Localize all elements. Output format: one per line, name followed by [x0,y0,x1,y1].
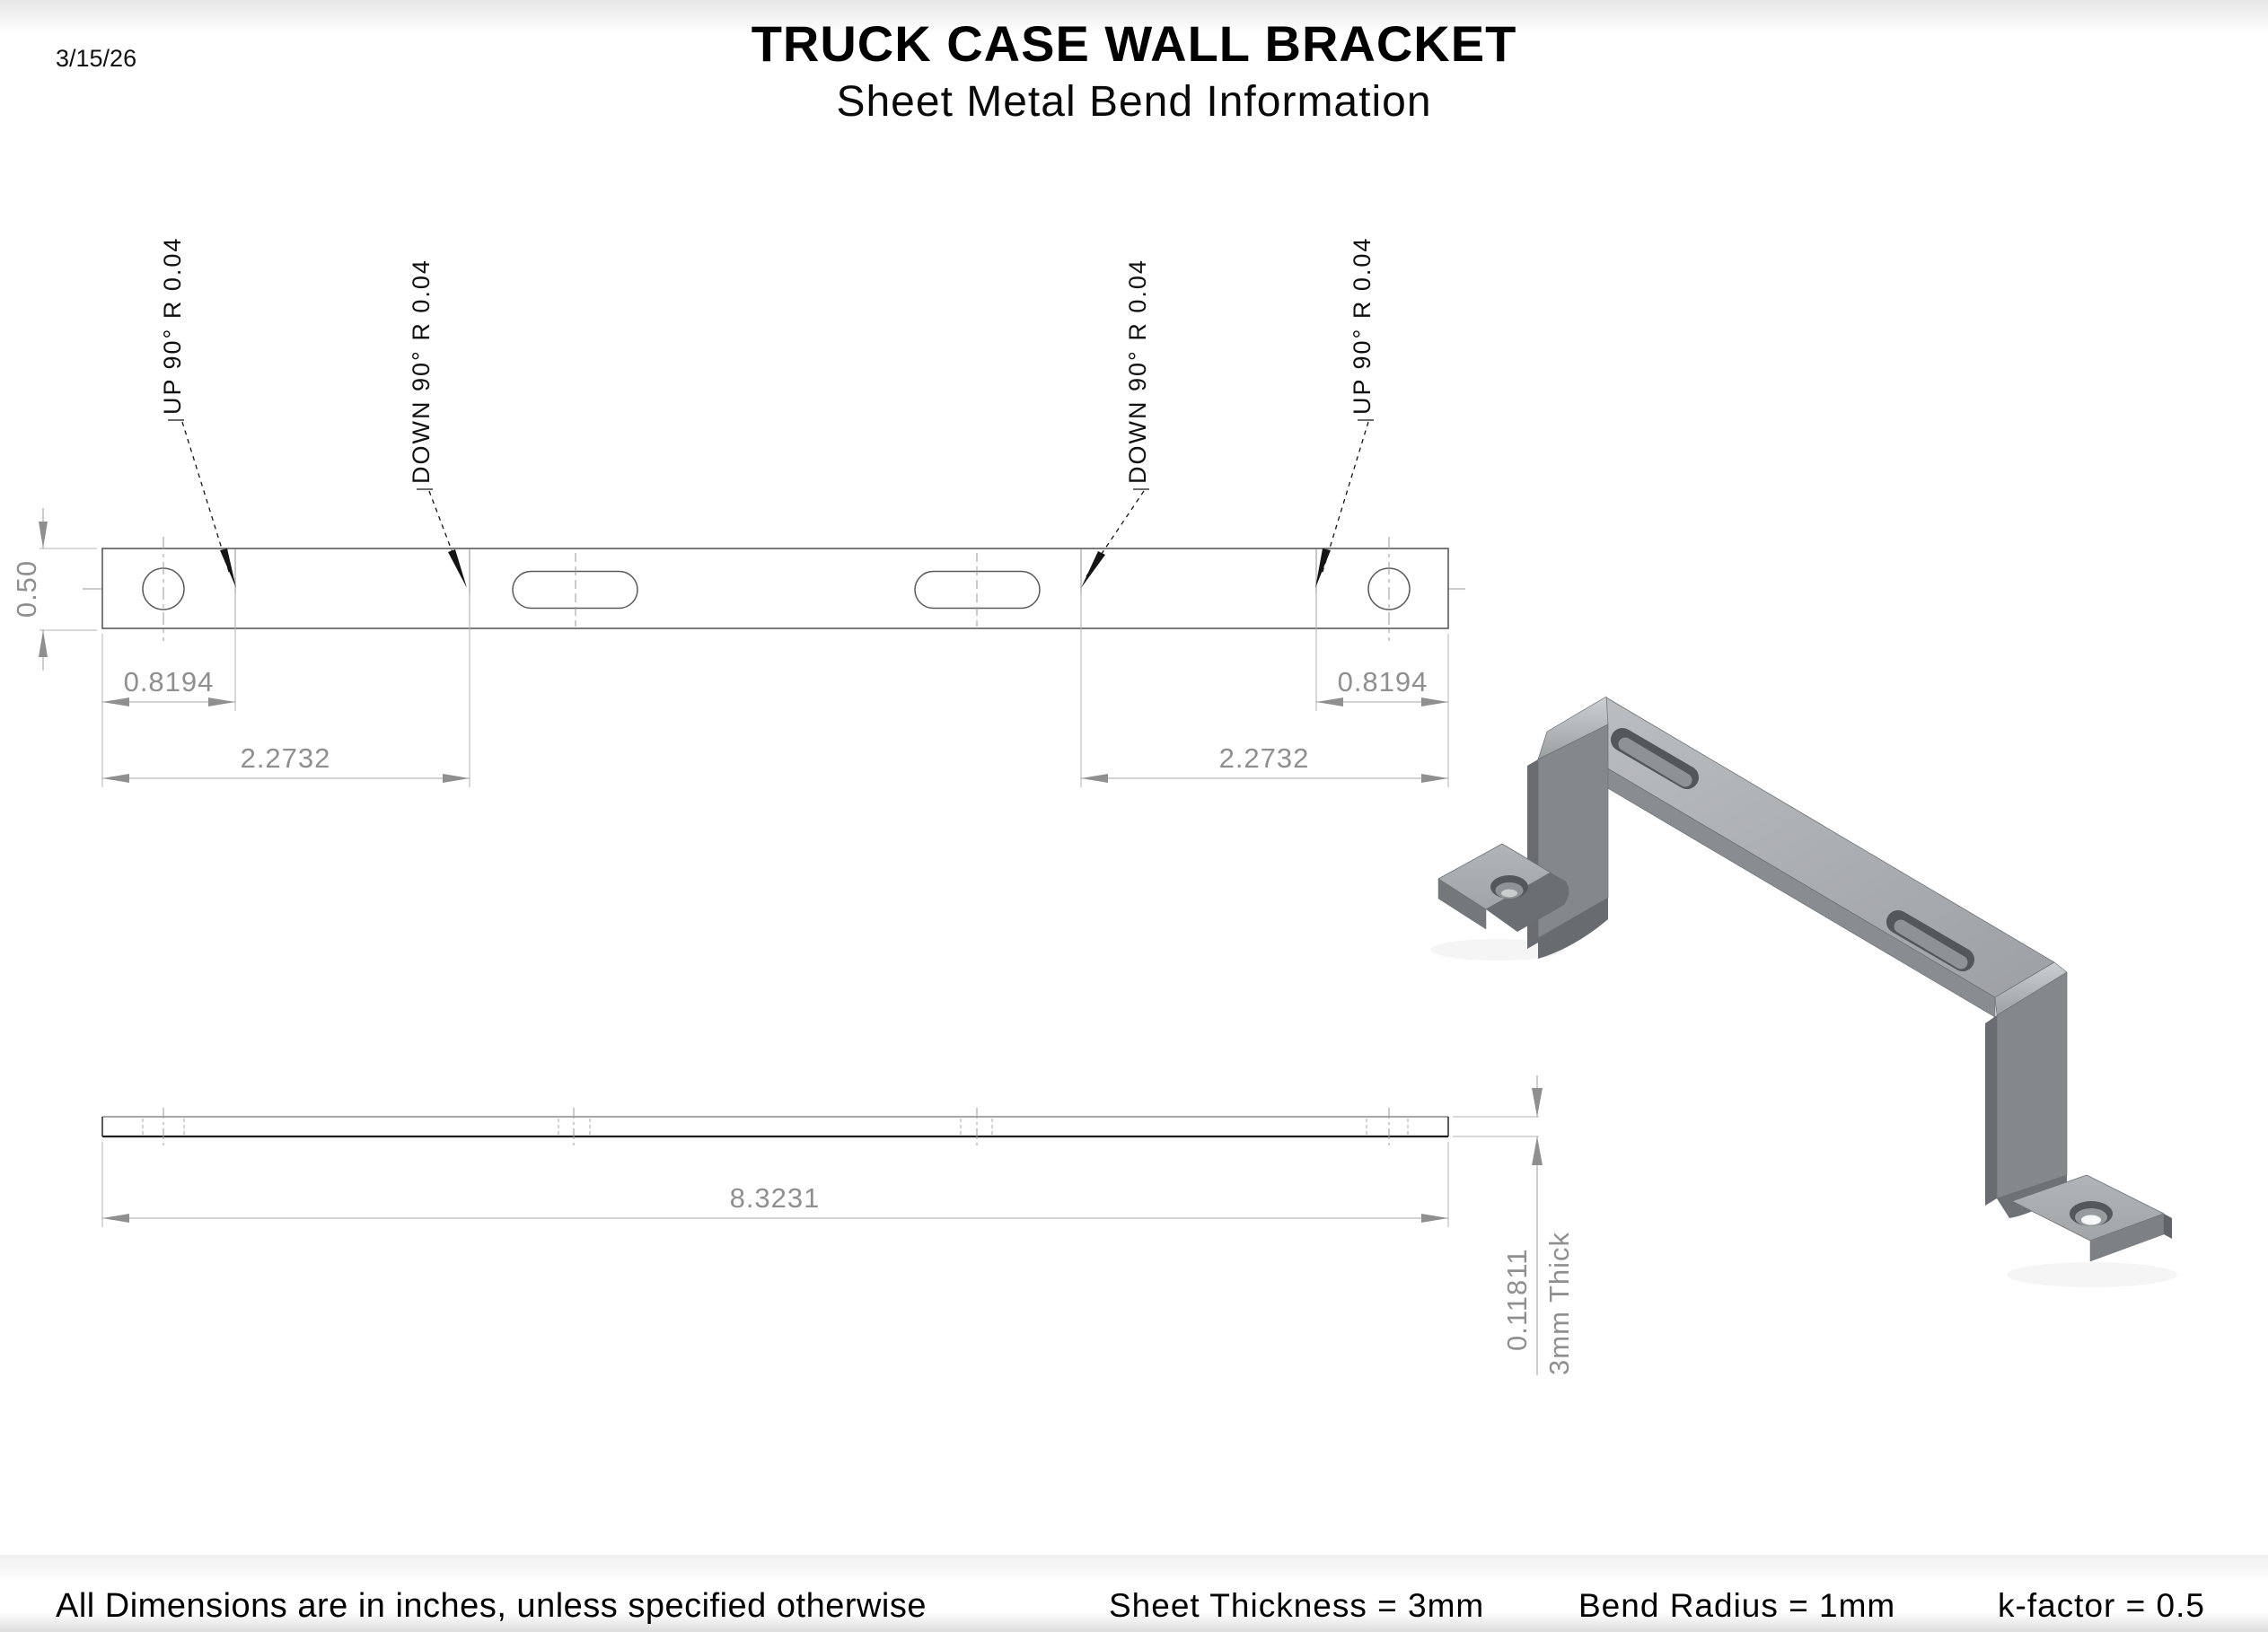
iso-left-hole [1490,875,1528,899]
drawing-subtitle: Sheet Metal Bend Information [836,78,1432,126]
iso-right-arm-edge-face [1985,1015,1997,1206]
iso-view [1430,696,2177,1287]
dimension-arrowheads [102,1088,1543,1223]
footer-units-note: All Dimensions are in inches, unless spe… [56,1587,927,1625]
iso-slot-right [1886,910,1974,971]
feature-centerlines [163,537,1390,641]
dim-thickness-note: 3mm Thick [1543,1232,1575,1375]
drawing-date: 3/15/26 [56,45,137,72]
iso-left-foot-bend [1486,873,1569,932]
side-view [101,1108,1449,1145]
slot-right [914,570,1041,610]
bend-note-up-right: UP 90° R 0.04 [1349,237,1376,415]
drawing-title: TRUCK CASE WALL BRACKET [751,15,1517,72]
iso-slot-left [1611,728,1699,789]
top-shade-band [0,0,2268,34]
iso-web-front-face [1546,732,1996,1018]
bend-note-down-left: DOWN 90° R 0.04 [408,259,435,484]
leader-arrowheads [220,548,1331,588]
dim-end-to-bend-left: 0.8194 [124,666,215,698]
side-view-centerlines [163,1108,1390,1145]
iso-right-hole [2070,1201,2113,1226]
iso-right-foot-end [2164,1214,2172,1239]
footer-k-factor: k-factor = 0.5 [1998,1587,2205,1624]
dim-end-to-bend-right: 0.8194 [1338,666,1428,698]
flat-pattern-view [83,537,1467,641]
right-foot-shadow [2007,1262,2177,1287]
dim-thickness: 0.11811 [1501,1249,1533,1351]
hidden-lines [142,1119,1409,1135]
dim-flat-length: 8.3231 [730,1182,821,1214]
flat-strip-outline [101,548,1449,629]
slot-left [512,570,638,610]
iso-left-foot-front [1437,878,1487,930]
extension-lines [40,548,1449,787]
bend-note-up-left: UP 90° R 0.04 [159,237,186,415]
extension-lines [101,1116,1539,1227]
footer-shade-band [0,1555,2268,1582]
dim-end-to-bend2-left: 2.2732 [241,742,331,774]
footer-sheet-thickness: Sheet Thickness = 3mm [1109,1587,1485,1624]
bottom-shade-band [0,1612,2268,1632]
dimension-arrowheads [39,522,1448,783]
dim-flange-width: 0.50 [11,560,42,618]
bend-callouts: UP 90° R 0.04 DOWN 90° R 0.04 DOWN 90° R… [159,237,1376,588]
iso-left-arm-bottom-bend [1538,898,1608,959]
side-view-dimensions: 8.3231 0.11811 3mm Thick [101,1075,1575,1375]
bend-note-down-right: DOWN 90° R 0.04 [1124,259,1151,484]
footer-bend-radius: Bend Radius = 1mm [1578,1587,1896,1624]
flat-view-dimensions: 0.50 0.8194 2.2732 0.8194 2.2732 [11,508,1449,787]
dim-end-to-bend2-right: 2.2732 [1219,742,1310,774]
